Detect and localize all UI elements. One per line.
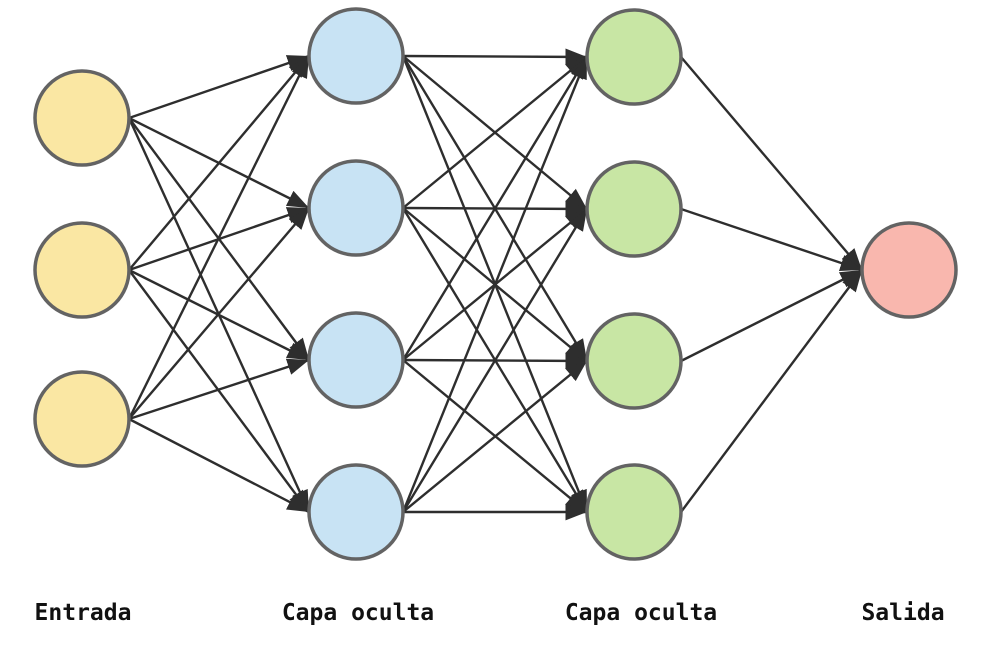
node-input-2: [33, 221, 131, 319]
node-hidden1-4: [307, 463, 405, 561]
edge-input-to-hidden1: [128, 55, 310, 271]
edge-input-to-hidden1: [127, 55, 311, 420]
node-hidden1-2: [307, 159, 405, 257]
edge-input-to-hidden1: [128, 417, 310, 514]
node-hidden2-4: [585, 463, 683, 561]
edge-hidden2-to-output: [680, 268, 863, 363]
node-input-1: [33, 69, 131, 167]
node-hidden1-1: [307, 7, 405, 105]
edge-hidden2-to-output: [680, 269, 863, 513]
labels-group: Entrada Capa oculta Capa oculta Salida: [35, 600, 945, 626]
edges-group: [127, 48, 863, 521]
edge-hidden1-to-hidden2: [402, 48, 588, 66]
layer-label-output: Salida: [861, 600, 944, 626]
edge-hidden1-to-hidden2: [402, 56, 588, 209]
layer-label-input: Entrada: [35, 600, 132, 626]
edge-hidden1-to-hidden2: [401, 56, 589, 513]
edge-hidden2-to-output: [680, 56, 863, 271]
edge-input-to-hidden1: [128, 358, 310, 421]
edge-hidden1-to-hidden2: [401, 56, 589, 361]
edge-hidden2-to-output: [680, 207, 863, 272]
node-input-3: [33, 370, 131, 468]
nodes-group: [33, 7, 958, 561]
edge-hidden1-to-hidden2: [401, 208, 589, 513]
layer-label-hidden1: Capa oculta: [282, 600, 434, 626]
node-output-1: [860, 221, 958, 319]
edge-input-to-hidden1: [128, 269, 310, 513]
edge-input-to-hidden1: [128, 54, 310, 120]
edge-hidden1-to-hidden2: [402, 360, 588, 513]
node-hidden1-3: [307, 311, 405, 409]
node-hidden2-1: [585, 8, 683, 106]
edge-input-to-hidden1: [128, 207, 310, 420]
node-hidden2-3: [585, 312, 683, 410]
node-hidden2-2: [585, 160, 683, 258]
layer-label-hidden2: Capa oculta: [565, 600, 717, 626]
